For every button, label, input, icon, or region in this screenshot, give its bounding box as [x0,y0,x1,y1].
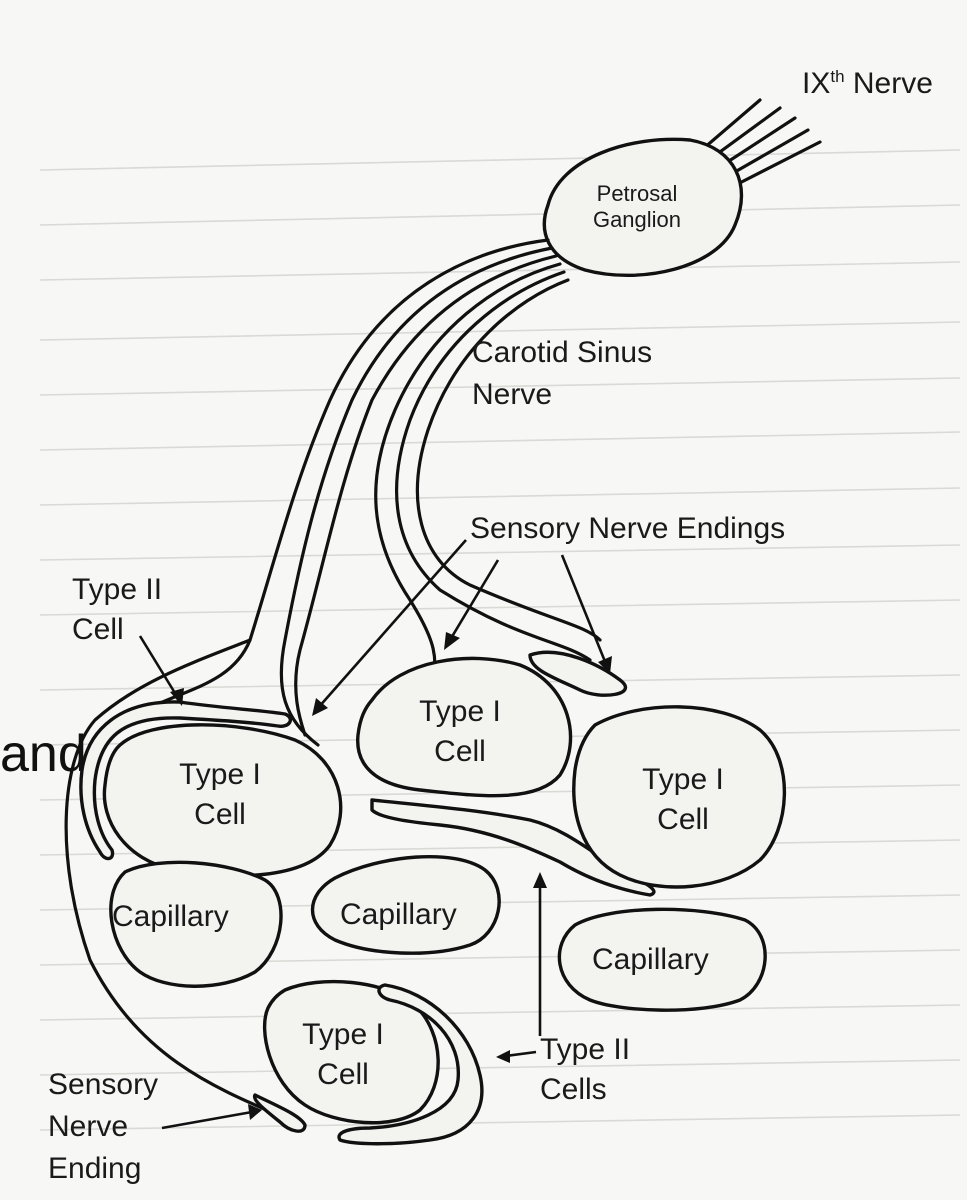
petrosal-label-line2: Ganglion [592,207,682,232]
type-i-cell-center [356,656,573,798]
arrowhead [533,872,547,888]
type-ii-cells-label-line2: Cells [540,1073,607,1106]
type-i-cell-right-label: Type I Cell [628,765,738,835]
sensory-ending-label-line3: Ending [48,1152,142,1185]
arrowhead [598,656,612,674]
capillary-left [109,860,283,988]
carotid-sinus-nerve-label: Carotid Sinus Nerve [472,338,652,410]
type-ii-cell-center-sheath [370,798,656,897]
type-i-cell-left-label: Type I Cell [165,760,275,830]
type-ii-cell-top-sheath [528,650,628,697]
petrosal-label-line1: Petrosal [596,181,678,206]
sensory-nerve-endings-label: Sensory Nerve Endings [470,512,786,545]
type-i-cell-bottom-label-line1: Type I [302,1018,384,1051]
capillary-right-label: Capillary [592,943,709,976]
arrowhead [496,1050,510,1063]
type-i-cell-center-label: Type I Cell [405,697,515,767]
type-ii-cell-label-line2: Cell [72,613,124,646]
type-i-cell-right-label-line2: Cell [657,803,709,836]
arrowhead [312,698,328,716]
carotid-label-line1: Carotid Sinus [472,336,653,369]
type-i-cell-left-label-line1: Type I [179,758,261,791]
type-i-cell-bottom-label: Type I Cell [288,1020,398,1090]
ix-nerve-label-sup: th [830,67,845,86]
sensory-ending-label-line2: Nerve [48,1110,129,1143]
type-i-cell-center-label-line2: Cell [434,735,486,768]
petrosal-ganglion-label: Petrosal Ganglion [562,183,712,231]
type-i-cell-left [102,723,343,878]
capillary-left-label: Capillary [112,900,229,933]
type-ii-cells-label: Type II Cells [540,1035,630,1105]
type-i-cell-right [572,705,787,889]
type-i-cell-center-label-line1: Type I [419,695,501,728]
ix-nerve-label-rest: Nerve [844,67,933,100]
sensory-nerve-ending-bottom [252,1093,307,1133]
annotation-arrows [138,539,612,1130]
cut-off-text: and [0,725,87,783]
capillary-center-label: Capillary [340,898,457,931]
ix-nerve-label: IXth Nerve [802,68,933,99]
sensory-ending-label-line1: Sensory [48,1068,159,1101]
carotid-sinus-nerve-fibres [64,238,602,1122]
petrosal-ganglion [542,137,744,277]
ix-nerve-label-base: IX [802,67,831,100]
type-ii-cell-bottom [337,983,484,1146]
arrowhead [248,1104,262,1120]
capillary-center [310,855,501,955]
type-ii-cell-label: Type II Cell [72,575,162,645]
type-i-cell-left-label-line2: Cell [194,798,246,831]
arrowhead [170,688,184,706]
type-i-cell-right-label-line1: Type I [642,763,724,796]
sensory-nerve-ending-label: Sensory Nerve Ending [48,1070,158,1184]
arrowhead [444,632,460,650]
type-ii-cells-label-line1: Type II [540,1033,631,1066]
type-ii-cell-left [79,700,292,861]
carotid-label-line2: Nerve [472,378,553,411]
type-i-cell-bottom-label-line2: Cell [317,1058,369,1091]
capillary-right [557,907,767,1012]
type-ii-cell-label-line1: Type II [72,573,163,606]
